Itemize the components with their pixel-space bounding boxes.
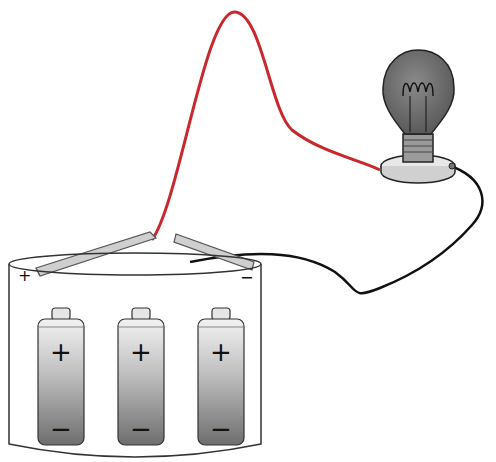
red-wire	[152, 12, 380, 240]
polarity-sign: +	[130, 339, 152, 365]
battery-cell: +−	[116, 307, 166, 447]
polarity-sign: −	[130, 416, 152, 442]
metal-strip	[174, 234, 254, 270]
polarity-sign: −	[210, 416, 232, 442]
battery-cell: +−	[36, 307, 86, 447]
light-bulb	[381, 50, 455, 183]
polarity-sign: +	[50, 339, 72, 365]
polarity-sign: +	[18, 268, 31, 284]
battery-tank: +−+−+−+−	[8, 252, 262, 458]
battery-cell: +−	[196, 307, 246, 447]
polarity-sign: −	[50, 416, 72, 442]
black-wire	[190, 165, 482, 293]
polarity-sign: −	[240, 270, 253, 286]
polarity-sign: +	[210, 339, 232, 365]
